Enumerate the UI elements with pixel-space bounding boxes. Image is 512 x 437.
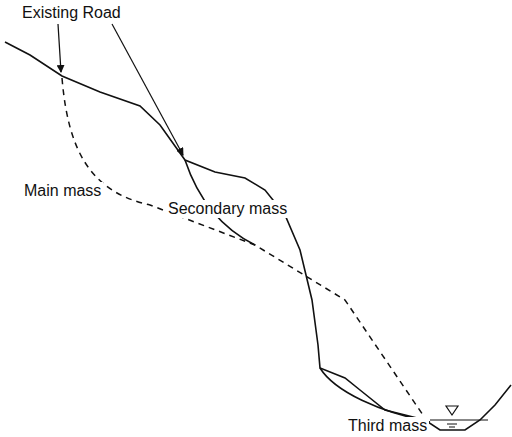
mass-label: Third mass <box>346 417 429 435</box>
mass-label: Secondary mass <box>166 200 289 218</box>
water-level-symbol <box>449 427 455 428</box>
water-level-symbol <box>446 406 458 415</box>
leader-line <box>58 24 61 72</box>
road-label: Existing Road <box>20 4 123 22</box>
leader-line <box>112 24 183 155</box>
water-level-symbol <box>447 424 457 425</box>
mass-label: Main mass <box>22 182 103 200</box>
water-surface <box>430 419 488 420</box>
main-slip-surface <box>62 78 425 418</box>
ground-profile <box>5 42 511 430</box>
third-slip-surface <box>320 368 430 422</box>
